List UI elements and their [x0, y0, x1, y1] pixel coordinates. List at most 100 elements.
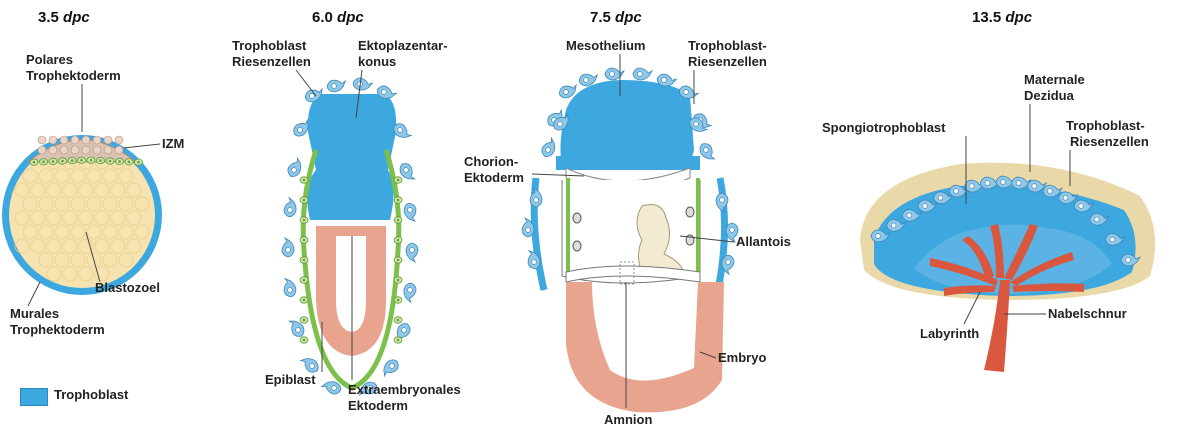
endoderm-cell — [394, 217, 402, 223]
endoderm-cell — [300, 297, 308, 303]
ektoplazentarkonus — [307, 94, 396, 220]
giant-cell — [697, 141, 717, 163]
proamniotic-cavity — [336, 236, 366, 332]
izm-cell — [71, 146, 79, 154]
endoderm-cell — [78, 157, 86, 163]
endoderm-cell — [68, 157, 76, 163]
endoderm-cell — [394, 337, 402, 343]
giant-cell — [326, 78, 347, 93]
giant-cell — [283, 197, 298, 218]
label-extraemb-2: Ektoderm — [348, 398, 408, 413]
panel3-title: 7.5 dpc — [590, 9, 642, 26]
izm-cell — [71, 136, 79, 144]
p3-chorion-band — [556, 156, 700, 170]
izm-cell — [93, 146, 101, 154]
label-troph-riesen3-1: Trophoblast- — [688, 38, 767, 53]
endoderm-cell — [394, 237, 402, 243]
endoderm-cell — [30, 159, 38, 165]
label-murales-1: Murales — [10, 306, 59, 321]
izm-cell — [93, 136, 101, 144]
izm-cell — [115, 136, 123, 144]
label-polares-2: Trophektoderm — [26, 68, 121, 83]
giant-cell — [285, 157, 305, 179]
endoderm-cell — [394, 297, 402, 303]
endoderm-cell — [394, 177, 402, 183]
endoderm-cell — [125, 159, 133, 165]
label-nabelschnur: Nabelschnur — [1048, 306, 1127, 321]
endoderm-cell — [300, 337, 308, 343]
izm-cell — [60, 136, 68, 144]
giant-cell — [402, 282, 417, 303]
label-maternale-1: Maternale — [1024, 72, 1085, 87]
giant-cell — [379, 357, 401, 378]
leader-murales — [28, 282, 40, 306]
label-epiblast: Epiblast — [265, 372, 316, 387]
giant-cell — [282, 238, 294, 257]
panel-placenta: 13.5 dpc Spongiotrophoblast Maternale De… — [822, 9, 1155, 372]
endoderm-cell — [97, 157, 105, 163]
panel-blastocyst: 3.5 dpc Polares Trophektoderm IZM Blasto… — [2, 9, 184, 337]
izm-cell — [49, 146, 57, 154]
izm-cell — [82, 146, 90, 154]
label-polares-1: Polares — [26, 52, 73, 67]
izm-cell — [38, 146, 46, 154]
label-amnion: Amnion — [604, 412, 652, 426]
izm-cell — [104, 136, 112, 144]
label-chorion-2: Ektoderm — [464, 170, 524, 185]
label-chorion-1: Chorion- — [464, 154, 518, 169]
izm-cell — [60, 146, 68, 154]
izm-cell — [49, 136, 57, 144]
endoderm-cell — [40, 159, 48, 165]
label-murales-2: Trophektoderm — [10, 322, 105, 337]
embryo-shape — [566, 282, 724, 412]
izm-cell — [104, 146, 112, 154]
endoderm-cell — [394, 317, 402, 323]
endoderm-cell — [59, 158, 67, 164]
panel-egg-cylinder: 6.0 dpc Trophoblast Riesenzellen Ektopla… — [232, 9, 461, 413]
giant-cell — [282, 277, 297, 298]
endoderm-cell — [135, 159, 143, 165]
endoderm-cell — [300, 237, 308, 243]
giant-cell — [539, 137, 559, 159]
label-allantois: Allantois — [736, 234, 791, 249]
label-ektoplaz-1: Ektoplazentar- — [358, 38, 448, 53]
label-troph-riesen4-2: Riesenzellen — [1070, 134, 1149, 149]
panel4-title: 13.5 dpc — [972, 9, 1033, 26]
endoderm-cell — [116, 158, 124, 164]
endoderm-cell — [300, 277, 308, 283]
endoderm-cell — [300, 317, 308, 323]
giant-cell — [352, 77, 373, 92]
label-embryo: Embryo — [718, 350, 766, 365]
leader-izm — [124, 144, 160, 148]
label-extraemb-1: Extraembryonales — [348, 382, 461, 397]
label-ektoplaz-2: konus — [358, 54, 396, 69]
label-troph-riesen3-2: Riesenzellen — [688, 54, 767, 69]
label-maternale-2: Dezidua — [1024, 88, 1075, 103]
giant-cell — [406, 243, 418, 262]
giant-cell — [403, 202, 418, 223]
endoderm-cell — [49, 158, 57, 164]
label-troph-riesen-2: Riesenzellen — [232, 54, 311, 69]
endoderm-cell — [300, 257, 308, 263]
endoderm-cell — [106, 158, 114, 164]
endoderm-cell — [300, 217, 308, 223]
label-troph-riesen4-1: Trophoblast- — [1066, 118, 1145, 133]
leader-troph-riesen — [296, 70, 316, 96]
endoderm-cell — [87, 157, 95, 163]
izm-cell — [115, 146, 123, 154]
izm-cell — [82, 136, 90, 144]
label-blastozoel: Blastozoel — [95, 280, 160, 295]
endoderm-cell — [300, 197, 308, 203]
label-spongio: Spongiotrophoblast — [822, 120, 946, 135]
giant-cell — [605, 68, 624, 80]
label-mesothelium: Mesothelium — [566, 38, 645, 53]
legend-swatch — [20, 388, 48, 406]
giant-cell — [633, 68, 652, 80]
endoderm-cell — [394, 197, 402, 203]
izm-cell — [38, 136, 46, 144]
label-izm: IZM — [162, 136, 184, 151]
panel-late-streak: 7.5 dpc Mesothelium Trophoblast- Riesenz… — [464, 9, 791, 426]
panel2-title: 6.0 dpc — [312, 9, 364, 26]
label-troph-riesen-1: Trophoblast — [232, 38, 307, 53]
